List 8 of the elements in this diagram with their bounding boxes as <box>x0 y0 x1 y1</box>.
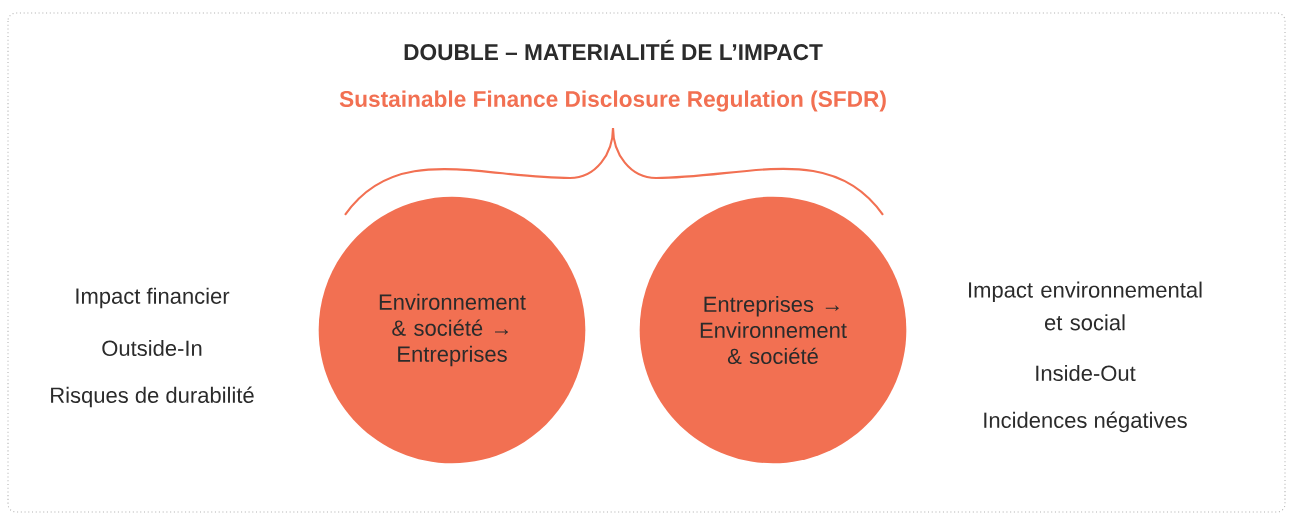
title: DOUBLE – MATERIALITÉ DE L’IMPACT <box>404 39 823 61</box>
subtitle: Sustainable Finance Disclosure Regulation (SFDR) <box>339 90 886 112</box>
side-text: Risques de durabilité <box>51 386 254 408</box>
side-text: Incidences négatives <box>984 411 1187 433</box>
side-text: Inside-Out <box>1036 364 1136 382</box>
side-text: Impact environnemental et social <box>969 281 1202 331</box>
side-text: Impact financier <box>76 287 230 309</box>
side-text: Outside-In <box>102 339 202 357</box>
